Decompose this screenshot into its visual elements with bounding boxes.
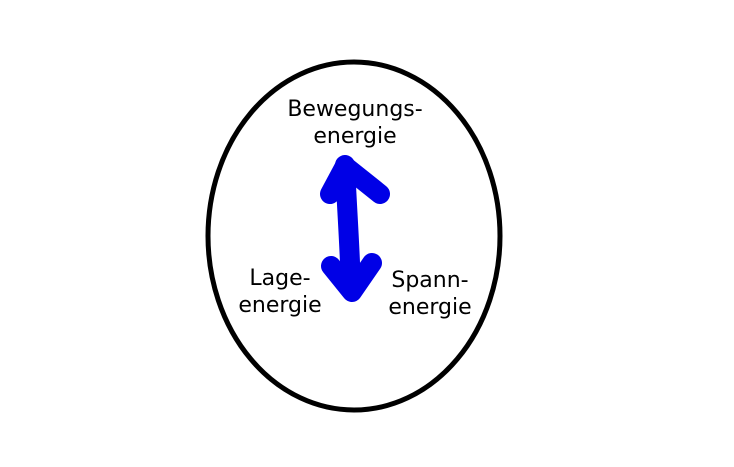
label-potential-energy: Lage- energie: [234, 265, 326, 319]
label-elastic-energy: Spann- energie: [384, 267, 476, 321]
outer-ellipse: [205, 59, 503, 413]
label-kinetic-line1: Bewegungs-: [287, 97, 423, 122]
label-elastic-line2: energie: [388, 295, 472, 320]
label-elastic-line1: Spann-: [391, 268, 469, 293]
label-potential-line1: Lage-: [249, 266, 311, 291]
label-potential-line2: energie: [238, 293, 322, 318]
label-kinetic-line2: energie: [313, 124, 397, 149]
label-kinetic-energy: Bewegungs- energie: [280, 96, 430, 150]
double-arrow-icon: [320, 155, 390, 302]
